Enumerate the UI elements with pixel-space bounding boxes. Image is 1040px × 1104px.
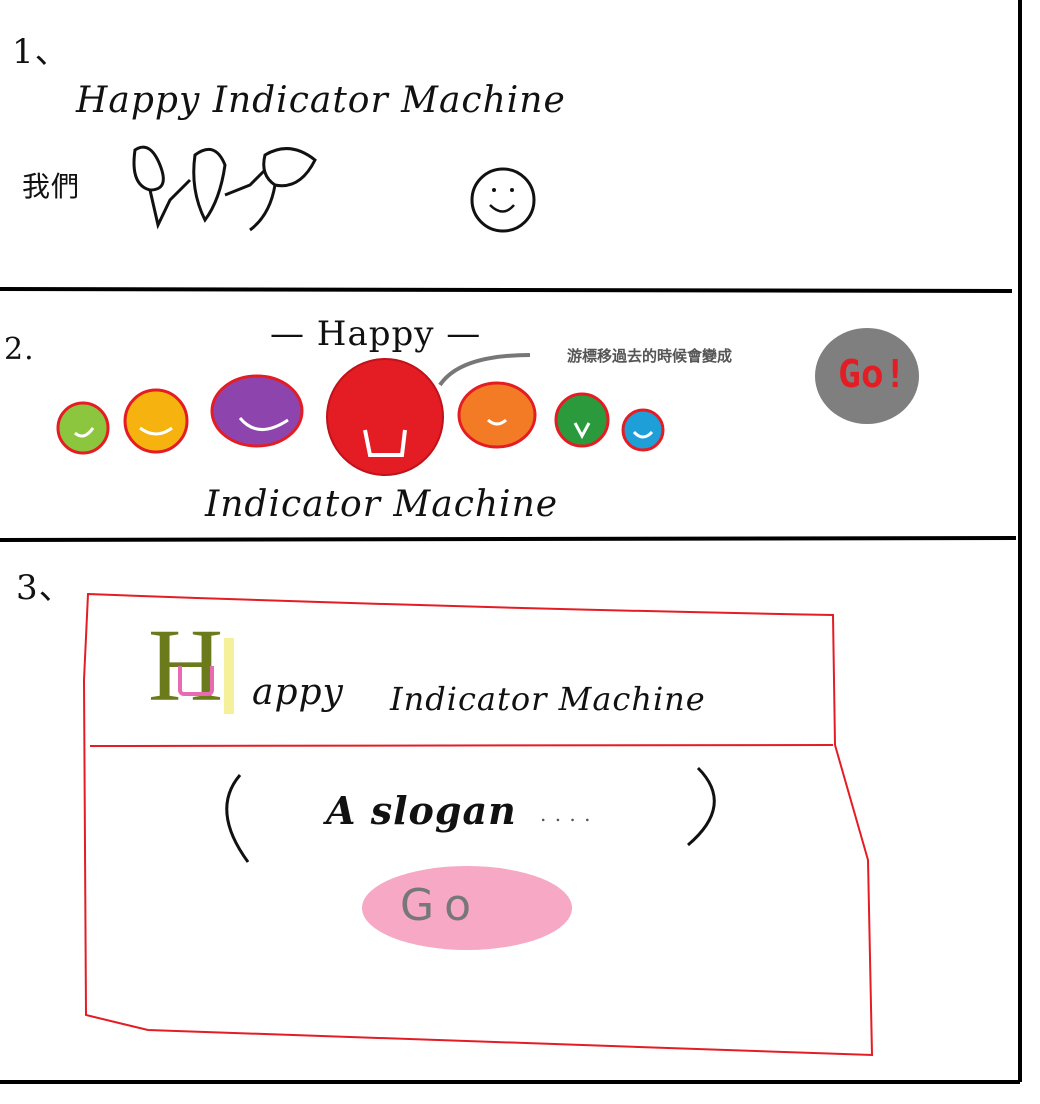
mockup-title-happy: appy <box>252 672 344 713</box>
logo-letter-shadow <box>224 638 234 714</box>
smiley-icon <box>470 167 536 233</box>
green-smiley-icon <box>554 392 610 448</box>
section-2-title-top: — Happy — <box>270 314 482 354</box>
red-smiley-icon <box>326 358 444 476</box>
slogan-text: A slogan <box>326 788 517 833</box>
slogan-dots: . . . . <box>540 802 592 826</box>
left-paren <box>225 774 250 863</box>
lime-smiley-icon <box>56 401 110 455</box>
logo-icon: H <box>148 614 240 720</box>
section-1-scribble-label: 我們 <box>22 170 81 203</box>
right-paren <box>687 766 716 847</box>
mockup-go-button[interactable]: Go <box>400 880 482 931</box>
logo-smile-icon <box>178 666 214 696</box>
mockup-title-rest: Indicator Machine <box>390 680 706 718</box>
logo-letter: H <box>148 608 224 723</box>
orange-smiley-icon <box>457 381 537 449</box>
purple-smiley-icon <box>210 374 304 448</box>
go-button[interactable]: Go! <box>838 352 907 396</box>
section-2-title-bottom: Indicator Machine <box>205 484 559 525</box>
hover-note: 游標移過去的時候會變成 <box>567 347 733 365</box>
mockup-frame <box>82 592 874 1057</box>
section-3-number: 3、 <box>16 568 74 608</box>
section-1-number: 1、 <box>12 32 70 72</box>
blue-smiley-icon <box>621 408 665 452</box>
divider-1 <box>0 287 1013 293</box>
header-divider <box>89 744 834 747</box>
section-2-number: 2. <box>4 332 35 367</box>
divider-2 <box>0 536 1017 542</box>
hover-pointer-line <box>438 353 531 387</box>
go-circle-bg <box>815 328 919 424</box>
yellow-smiley-icon <box>123 388 189 454</box>
go-button-bg <box>362 866 572 950</box>
section-1-title: Happy Indicator Machine <box>76 80 566 121</box>
scribble-drawing <box>132 145 317 232</box>
